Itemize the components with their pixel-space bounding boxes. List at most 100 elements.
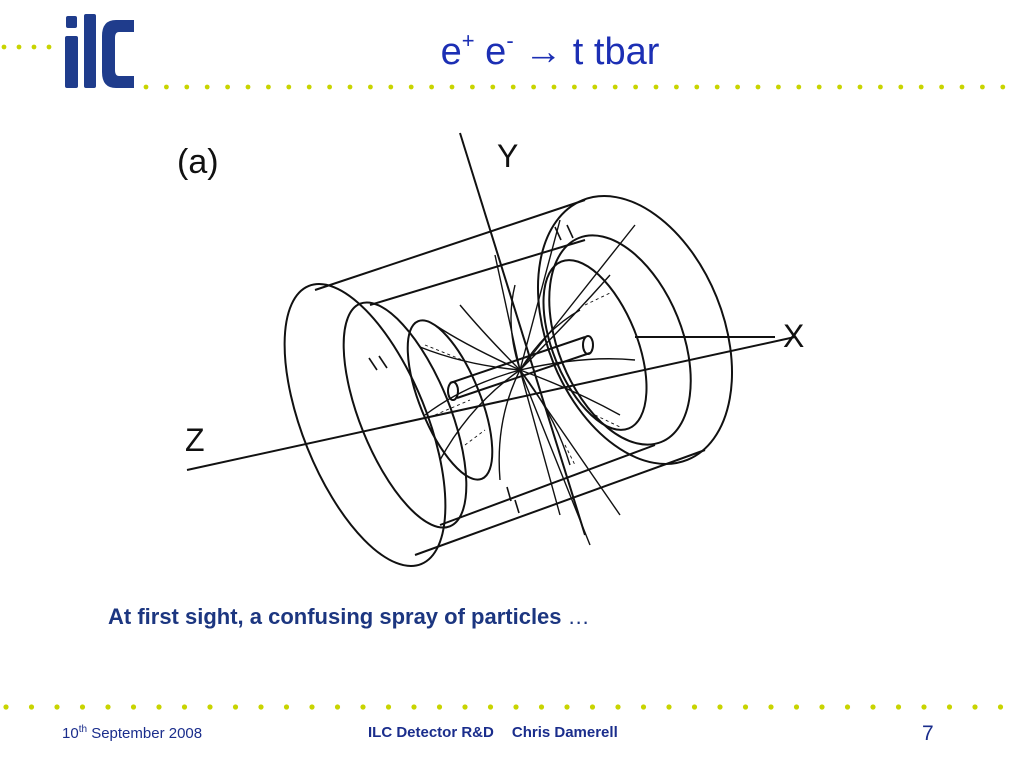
dot	[28, 704, 35, 710]
dot	[286, 84, 292, 90]
slide-title: e+ e- → t tbar	[330, 28, 770, 74]
dot	[837, 84, 842, 90]
dot	[388, 84, 394, 90]
outer-cylinder-top-edge	[314, 199, 586, 291]
dot	[538, 704, 545, 710]
y-axis-line	[459, 132, 586, 536]
dot	[306, 84, 312, 90]
dot	[204, 84, 210, 90]
outer-cylinder-bottom-edge	[414, 449, 706, 556]
dot	[564, 704, 570, 710]
panel-label: (a)	[177, 143, 219, 181]
dot	[717, 704, 723, 710]
dot	[918, 84, 924, 90]
dot	[878, 84, 883, 90]
dot	[589, 704, 596, 710]
dot	[755, 84, 761, 90]
footer-date-day: 10	[62, 725, 79, 742]
dot	[615, 704, 621, 710]
axis-label-z: Z	[185, 422, 205, 458]
dot	[156, 704, 162, 710]
footer-author: Chris Damerell	[511, 724, 618, 741]
footer-date-suffix: th	[78, 724, 88, 735]
ilc-logo: ilc	[62, 12, 140, 97]
inner-tracker-front	[406, 319, 494, 481]
dot	[368, 84, 373, 90]
dot	[714, 84, 720, 90]
axis-label-y: Y	[497, 138, 518, 174]
dot	[633, 84, 638, 90]
bottom-dotted-rule	[3, 704, 1004, 710]
dot	[895, 704, 902, 710]
dot	[266, 84, 271, 90]
footer-date-rest: September 2008	[87, 725, 203, 742]
page-number: 7	[922, 722, 934, 745]
dot	[844, 704, 851, 710]
detector-diagram: (a) Y X Z	[177, 132, 804, 568]
title-plus-sup: +	[461, 28, 475, 53]
footer-date: 10th September 2008	[62, 724, 202, 742]
dot	[470, 84, 475, 90]
dot	[959, 84, 965, 90]
dot	[385, 704, 392, 710]
dot	[245, 84, 251, 90]
dot	[816, 84, 822, 90]
dot	[768, 704, 774, 710]
outer-hit-marks	[368, 224, 574, 514]
middle-cylinder-front	[342, 301, 468, 529]
beam-pipe-end-back	[582, 335, 594, 355]
dot	[857, 84, 863, 90]
beam-pipe-end-front	[447, 381, 459, 401]
dot	[691, 704, 698, 710]
middle-cylinder-top-edge	[369, 239, 586, 306]
dot	[653, 84, 659, 90]
dot	[283, 704, 290, 710]
dot	[510, 84, 516, 90]
dot	[490, 84, 496, 90]
dot	[487, 704, 494, 710]
track-hits	[424, 292, 621, 466]
dot	[408, 84, 414, 90]
dot	[54, 704, 60, 710]
dot	[640, 704, 647, 710]
dot	[334, 704, 341, 710]
dot	[105, 704, 111, 710]
dot	[130, 704, 137, 710]
dot	[997, 704, 1004, 710]
title-e-plus: e	[440, 31, 462, 73]
dot	[347, 84, 353, 90]
dot	[870, 704, 876, 710]
dot	[143, 84, 149, 90]
caption-ellipsis: …	[567, 604, 590, 629]
caption-text: At first sight, a confusing spray of par…	[108, 604, 562, 629]
dot	[513, 704, 519, 710]
dot	[164, 84, 169, 90]
dot	[793, 704, 800, 710]
ilc-logo-mark	[65, 14, 134, 88]
dot	[921, 704, 927, 710]
dot	[776, 84, 781, 90]
dot	[449, 84, 455, 90]
dot	[972, 704, 978, 710]
dot	[819, 704, 825, 710]
dot	[429, 84, 434, 90]
dot	[1000, 84, 1006, 90]
dot	[980, 84, 985, 90]
dot	[411, 704, 417, 710]
slide-caption: At first sight, a confusing spray of par…	[108, 604, 590, 630]
dot	[462, 704, 468, 710]
dot	[796, 84, 802, 90]
dot	[184, 84, 190, 90]
dot	[742, 704, 749, 710]
top-left-dots	[1, 44, 52, 50]
title-minus-sup: -	[506, 28, 514, 53]
particle-tracks	[419, 219, 636, 546]
dot	[327, 84, 332, 90]
dot	[939, 84, 944, 90]
middle-cylinder-bottom-edge	[439, 444, 656, 526]
dot	[666, 704, 672, 710]
dot	[181, 704, 188, 710]
dot	[79, 704, 86, 710]
dot	[531, 84, 536, 90]
